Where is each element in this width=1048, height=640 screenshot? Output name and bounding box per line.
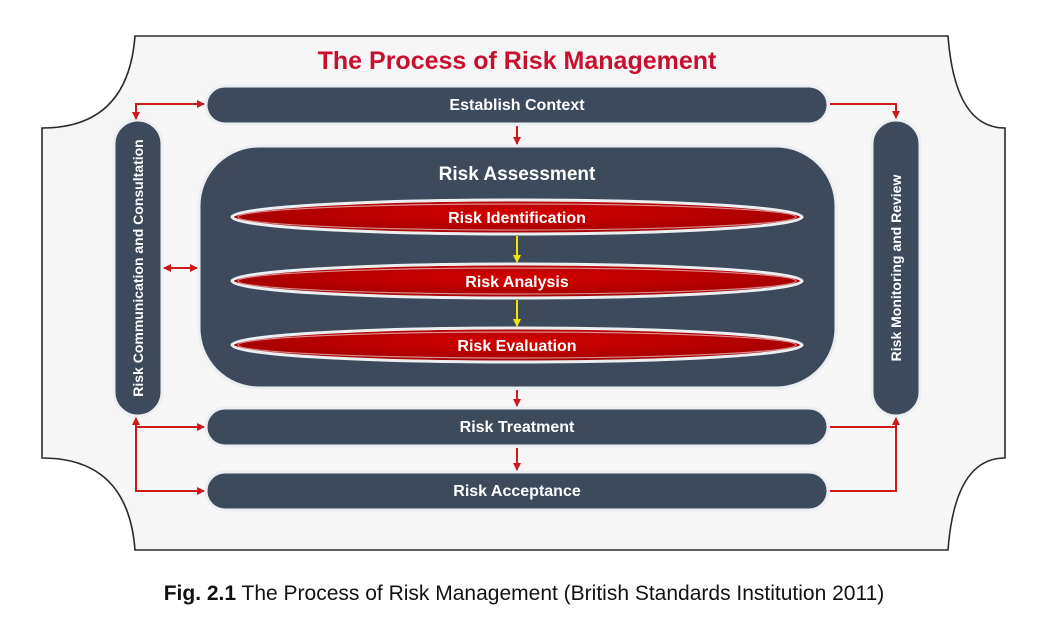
risk-monitoring-box: Risk Monitoring and Review bbox=[870, 118, 922, 418]
risk-evaluation-label: Risk Evaluation bbox=[457, 338, 576, 355]
communication-to-acceptance-arrow bbox=[135, 427, 205, 495]
diagram-title: The Process of Risk Management bbox=[318, 47, 717, 75]
figure-caption-text: The Process of Risk Management (British … bbox=[236, 582, 885, 605]
risk-analysis-step: Risk Analysis bbox=[230, 262, 804, 300]
risk-acceptance-box: Risk Acceptance bbox=[204, 470, 830, 512]
risk-acceptance-label: Risk Acceptance bbox=[453, 483, 581, 500]
risk-identification-label: Risk Identification bbox=[448, 210, 586, 227]
risk-assessment-heading: Risk Assessment bbox=[439, 164, 596, 185]
risk-communication-box: Risk Communication and Consultation bbox=[112, 118, 164, 418]
establish-context-label: Establish Context bbox=[449, 97, 585, 114]
risk-analysis-label: Risk Analysis bbox=[465, 274, 569, 291]
risk-identification-step: Risk Identification bbox=[230, 198, 804, 236]
context-to-communication-arrow bbox=[132, 103, 180, 120]
figure-caption-label: Fig. 2.1 bbox=[163, 582, 237, 605]
risk-evaluation-step: Risk Evaluation bbox=[230, 326, 804, 364]
risk-treatment-box: Risk Treatment bbox=[204, 406, 830, 448]
context-to-monitoring-arrow bbox=[830, 103, 900, 119]
figure-caption: Fig. 2.1 The Process of Risk Management … bbox=[0, 582, 1048, 606]
acceptance-to-monitoring-arrow bbox=[830, 427, 897, 492]
risk-communication-label: Risk Communication and Consultation bbox=[130, 139, 146, 396]
risk-treatment-label: Risk Treatment bbox=[460, 419, 575, 436]
establish-context-box: Establish Context bbox=[204, 84, 830, 126]
risk-monitoring-label: Risk Monitoring and Review bbox=[888, 175, 904, 362]
